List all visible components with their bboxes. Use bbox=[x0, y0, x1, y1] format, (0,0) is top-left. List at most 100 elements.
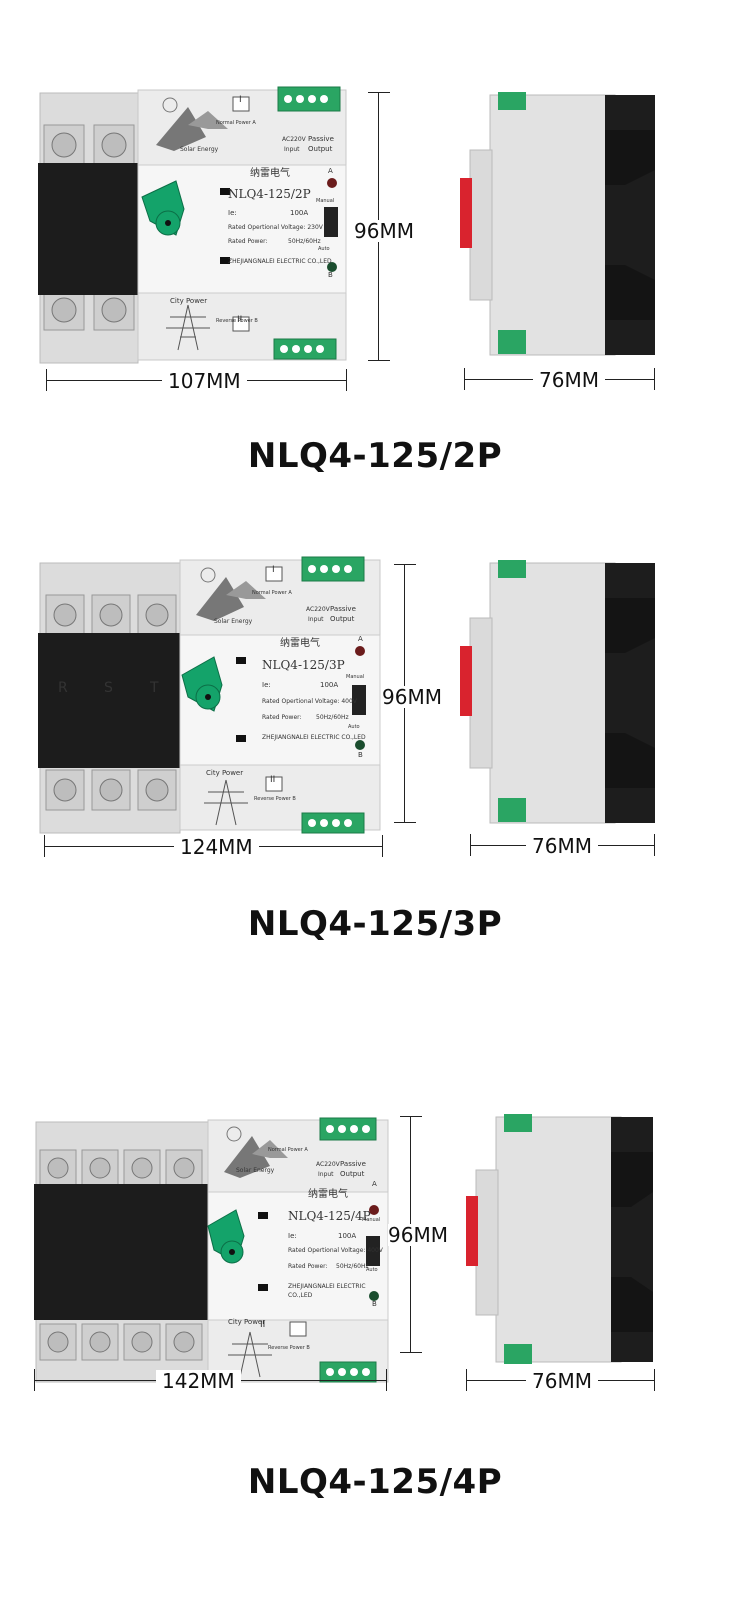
roman-numeral-2: II bbox=[270, 775, 276, 785]
manufacturer-label: ZHEJIANGNALEI ELECTRIC CO.,LED bbox=[228, 258, 332, 265]
ac220v-input-label: AC220V bbox=[306, 606, 330, 613]
control-terminal-bottom bbox=[301, 812, 365, 834]
model-title: NLQ4-125/2P bbox=[247, 436, 503, 476]
transfer-handle bbox=[207, 1209, 245, 1264]
manual-label: Manual bbox=[316, 198, 335, 204]
led-a-indicator bbox=[327, 178, 337, 188]
control-terminal-bottom bbox=[273, 338, 337, 360]
passive-label: Passive bbox=[330, 605, 356, 613]
manufacturer-label: ZHEJIANGNALEI ELECTRIC CO.,LED bbox=[288, 1283, 366, 1299]
led-a-label: A bbox=[358, 635, 363, 643]
city-power-label: City Power bbox=[170, 297, 208, 305]
led-b-indicator bbox=[327, 262, 337, 272]
pole-letter-s: S bbox=[104, 680, 113, 696]
height-label: 96MM bbox=[388, 1223, 448, 1247]
side-red-indicator bbox=[466, 1196, 478, 1266]
side-terminal-top bbox=[498, 560, 526, 578]
brand-name-cn: 纳雷电气 bbox=[280, 638, 320, 649]
output-label: Output bbox=[308, 145, 333, 153]
rated-voltage-label: Rated Opertional Voltage: 400V bbox=[262, 698, 357, 705]
auto-label: Auto bbox=[348, 724, 360, 730]
side-terminal-bottom bbox=[504, 1344, 532, 1364]
rated-power-label: Rated Power: bbox=[288, 1263, 328, 1270]
rated-power-value: 50Hz/60Hz bbox=[336, 1263, 369, 1270]
led-b-label: B bbox=[358, 751, 363, 759]
ie-label: Ie: bbox=[262, 681, 271, 689]
height-label: 96MM bbox=[382, 685, 442, 709]
roman-numeral-1: I bbox=[272, 565, 275, 575]
breaker-front-view-3p bbox=[38, 556, 381, 834]
pole-terminals bbox=[38, 92, 139, 364]
face-text-4p: Normal Power A Solar Energy AC220V Input… bbox=[208, 1120, 388, 1382]
ie-value: 100A bbox=[290, 209, 309, 217]
model-title: NLQ4-125/3P bbox=[247, 904, 503, 944]
manual-label: Manual bbox=[362, 1217, 381, 1223]
depth-label: 76MM bbox=[533, 369, 605, 391]
rated-voltage-label: Rated Opertional Voltage: 230V bbox=[228, 224, 323, 231]
led-a-label: A bbox=[328, 167, 333, 175]
ie-label: Ie: bbox=[288, 1232, 297, 1240]
solar-panel-icon bbox=[224, 1126, 288, 1178]
brand-name-cn: 纳雷电气 bbox=[250, 168, 290, 179]
pole-letters-3p: R S T bbox=[38, 680, 180, 710]
side-terminal-top bbox=[498, 92, 526, 110]
solar-panel-icon bbox=[156, 97, 228, 151]
control-terminal-top bbox=[277, 86, 341, 112]
black-pole-cover bbox=[38, 163, 138, 295]
manual-auto-switch bbox=[366, 1236, 380, 1266]
model-text: NLQ4-125/4P bbox=[288, 1209, 371, 1223]
product-section-3p: R S T I Normal Power A Solar Energy AC22… bbox=[0, 540, 750, 980]
control-terminal-top bbox=[301, 556, 365, 582]
width-label: 124MM bbox=[174, 836, 259, 858]
manufacturer-label: ZHEJIANGNALEI ELECTRIC CO.,LED bbox=[262, 734, 366, 741]
normal-power-a-label: Normal Power A bbox=[252, 590, 292, 596]
pole-terminals bbox=[34, 1121, 209, 1383]
transfer-handle bbox=[181, 656, 223, 712]
side-red-indicator bbox=[460, 646, 472, 716]
rated-power-label: Rated Power: bbox=[262, 714, 302, 721]
breaker-side-view-3p bbox=[460, 560, 655, 824]
auto-label: Auto bbox=[366, 1267, 378, 1273]
passive-label: Passive bbox=[340, 1160, 366, 1168]
reverse-power-b-label: Reverse Power B bbox=[254, 796, 296, 802]
model-text: NLQ4-125/3P bbox=[262, 658, 345, 672]
manual-auto-switch bbox=[324, 207, 338, 237]
roman-numeral-1: I bbox=[239, 95, 242, 105]
led-b-indicator bbox=[369, 1291, 379, 1301]
control-terminal-top bbox=[319, 1117, 377, 1141]
manual-label: Manual bbox=[346, 674, 365, 680]
roman-numeral-2: II bbox=[237, 315, 243, 325]
normal-power-a-label: Normal Power A bbox=[268, 1147, 308, 1153]
black-pole-cover bbox=[38, 633, 180, 768]
output-label: Output bbox=[330, 615, 355, 623]
breaker-side-view-4p bbox=[466, 1114, 653, 1364]
passive-label: Passive bbox=[308, 135, 334, 143]
side-red-indicator bbox=[460, 178, 472, 248]
pole-terminals bbox=[38, 562, 181, 834]
led-a-indicator bbox=[369, 1205, 379, 1215]
depth-label: 76MM bbox=[526, 835, 598, 857]
rated-voltage-label: Rated Opertional Voltage: 400V bbox=[288, 1247, 383, 1254]
rated-power-value: 50Hz/60Hz bbox=[316, 714, 349, 721]
pole-letter-t: T bbox=[150, 680, 159, 696]
rated-power-label: Rated Power: bbox=[228, 238, 268, 245]
led-a-indicator bbox=[355, 646, 365, 656]
pole-letter-r: R bbox=[58, 680, 68, 696]
power-tower-icon bbox=[228, 1331, 272, 1378]
input-label: Input bbox=[284, 146, 300, 153]
led-a-label: A bbox=[372, 1180, 377, 1188]
width-label: 142MM bbox=[156, 1370, 241, 1392]
control-terminal-bottom bbox=[319, 1361, 377, 1383]
brand-name-cn: 纳雷电气 bbox=[308, 1189, 348, 1200]
led-b-indicator bbox=[355, 740, 365, 750]
depth-label: 76MM bbox=[526, 1370, 598, 1392]
solar-energy-label: Solar Energy bbox=[214, 618, 253, 625]
model-text: NLQ4-125/2P bbox=[228, 187, 311, 201]
power-tower-icon bbox=[166, 304, 210, 351]
ie-value: 100A bbox=[338, 1232, 357, 1240]
transfer-handle bbox=[141, 180, 185, 236]
solar-panel-icon bbox=[196, 567, 266, 621]
solar-energy-label: Solar Energy bbox=[236, 1167, 275, 1174]
led-b-label: B bbox=[328, 271, 333, 279]
power-tower-icon bbox=[204, 779, 248, 826]
